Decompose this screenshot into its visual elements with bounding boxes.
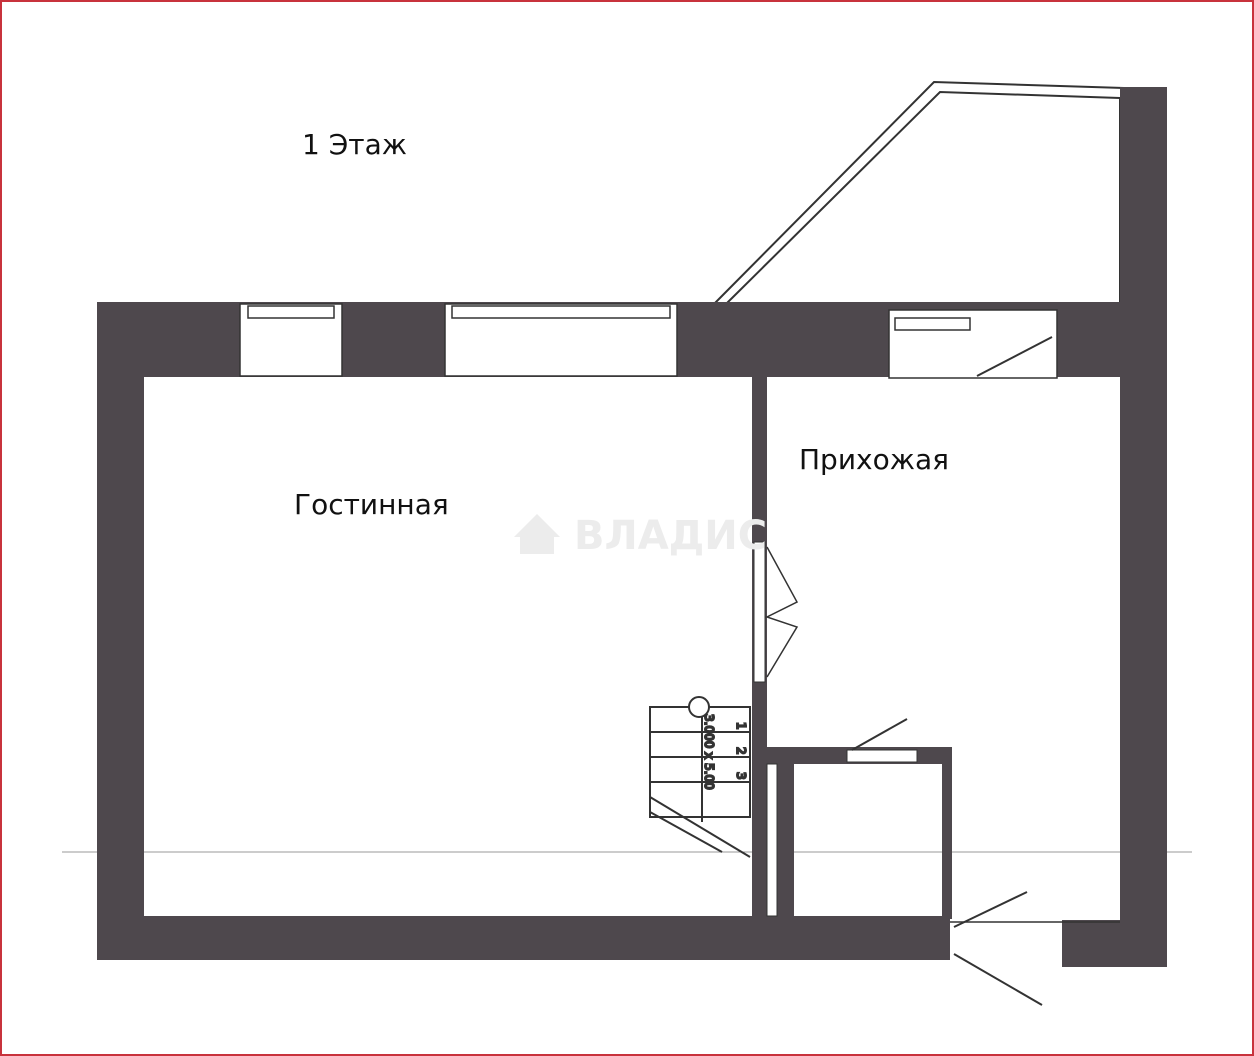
house-logo-icon <box>514 514 560 554</box>
balcony <box>713 80 1125 305</box>
bottom-wall <box>97 916 950 960</box>
bathroom-right-wall <box>942 747 952 919</box>
room-label-living: Гостинная <box>294 488 449 521</box>
sliding-door <box>753 541 766 683</box>
floor-label: 1 Этаж <box>302 128 407 161</box>
stair-note: 3.000 x 5.00 <box>702 714 716 790</box>
entrance-door-opening <box>950 920 1062 967</box>
entrance-door <box>953 953 1043 1006</box>
openings <box>239 303 1120 1006</box>
right-wall <box>1120 87 1167 967</box>
stair-post <box>688 696 710 718</box>
watermark-text: ВЛАДИС <box>574 513 767 559</box>
room-label-hallway: Прихожая <box>799 443 949 476</box>
watermark: ВЛАДИС <box>514 513 767 559</box>
stair-step-1: 1 <box>734 722 748 730</box>
bathroom-left-wall <box>777 747 794 919</box>
stair-step-2: 2 <box>734 747 748 755</box>
stair-step-3: 3 <box>734 772 748 780</box>
bottom-right-wall <box>1062 920 1167 967</box>
left-wall <box>97 302 144 960</box>
stairs: 1 2 3 3.000 x 5.00 <box>649 696 751 858</box>
bathroom-door <box>851 718 908 751</box>
